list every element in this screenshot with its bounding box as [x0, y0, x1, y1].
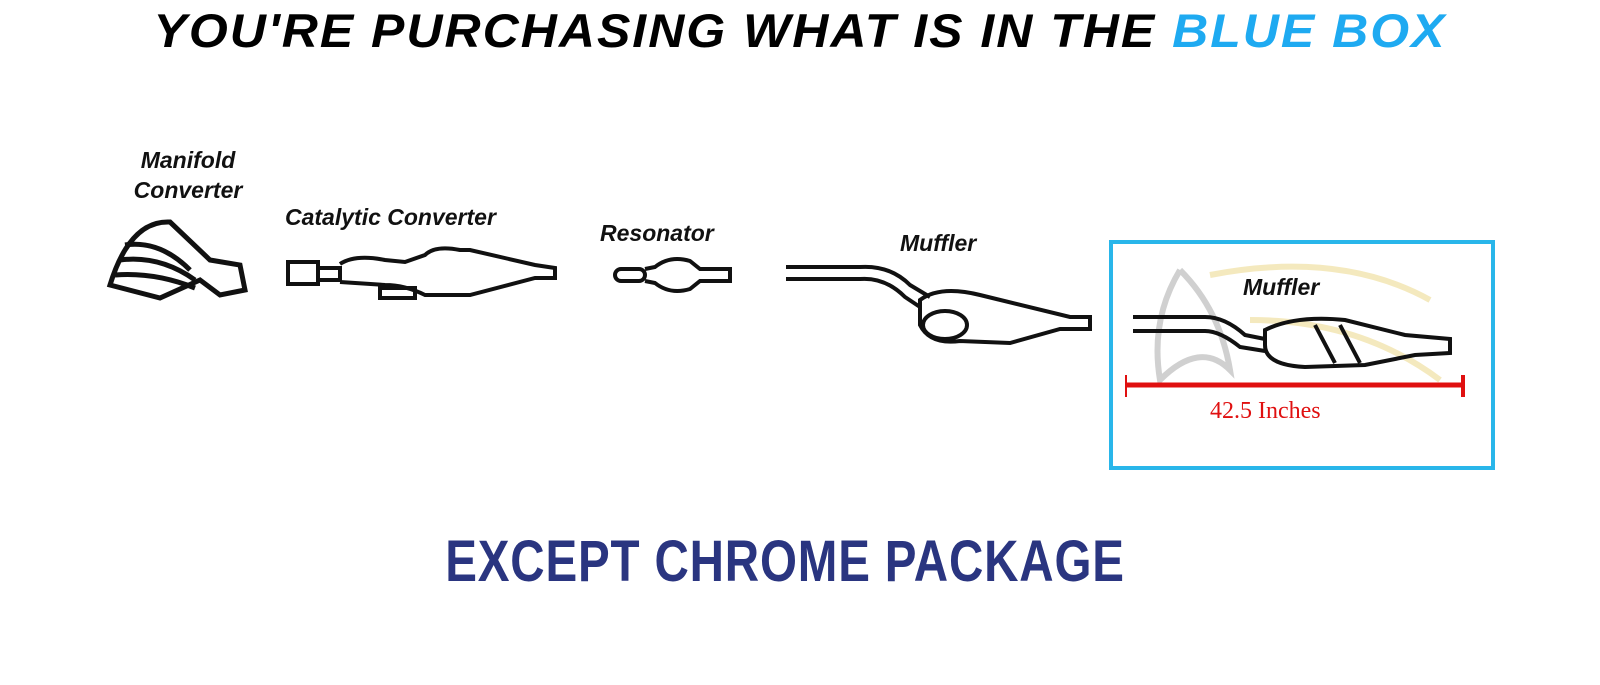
catalytic-converter-drawing [286, 246, 557, 300]
muffler-drawing [786, 264, 1092, 346]
length-measurement: 42.5 Inches [1210, 398, 1321, 424]
footer-note: EXCEPT CHROME PACKAGE [445, 529, 1125, 594]
resonator-label: Resonator [600, 220, 714, 246]
selected-part-box [1109, 240, 1495, 470]
selected-muffler-drawing [1125, 315, 1465, 397]
resonator-drawing [613, 257, 732, 293]
title-highlight: BLUE BOX [1172, 4, 1447, 58]
title-prefix: YOU'RE PURCHASING WHAT IS IN THE [153, 4, 1157, 58]
horse-watermark [1154, 263, 1442, 387]
manifold-converter-drawing [106, 219, 248, 301]
muffler-label: Muffler [900, 230, 977, 256]
selected-muffler-label: Muffler [1243, 274, 1320, 300]
catalytic-converter-label: Catalytic Converter [285, 204, 496, 230]
label-line2: Converter [133, 177, 243, 203]
label-line1: Manifold [140, 147, 236, 173]
page-title: YOU'RE PURCHASING WHAT IS IN THE BLUE BO… [0, 3, 1600, 58]
